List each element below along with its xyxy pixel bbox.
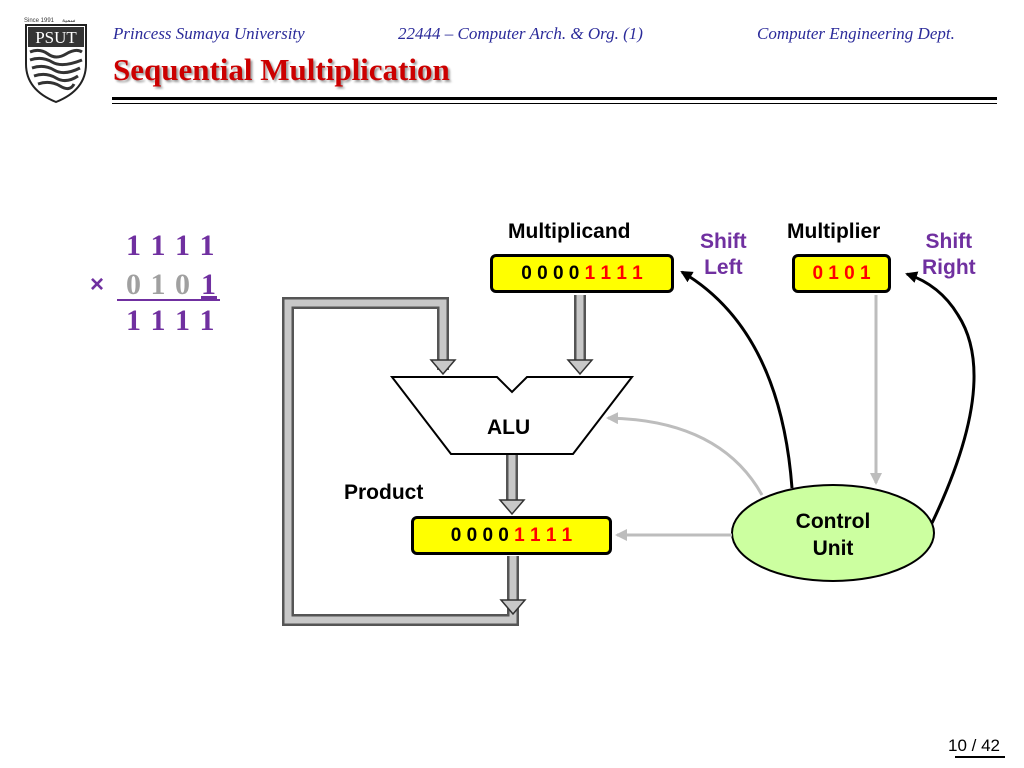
- logo-arabic-text: سمية: [62, 17, 76, 24]
- shift-right-arrow: [905, 271, 976, 524]
- product-register: 0 0 0 0 1 1 1 1: [411, 516, 612, 555]
- product-feedback-bus: [282, 297, 527, 626]
- product-low-bits: 1 1 1 1: [514, 525, 573, 546]
- university-name: Princess Sumaya University: [113, 24, 305, 43]
- calc-multiplicand: 1 1 1 1: [126, 229, 216, 262]
- header-rule: [112, 97, 997, 100]
- calc-operator: ×: [90, 271, 106, 298]
- calc-result: 1 1 1 1: [126, 304, 216, 337]
- calc-rule: [117, 299, 220, 301]
- multiplicand-to-alu-bus: [566, 295, 594, 376]
- alu-shape: [389, 376, 635, 455]
- psut-logo: Since 1991 سمية PSUT: [24, 17, 87, 104]
- logo-since-text: Since 1991: [24, 18, 55, 24]
- shift-right-label: Shift Right: [922, 230, 976, 279]
- multiplicand-register: 0 0 0 0 1 1 1 1: [490, 254, 674, 293]
- control-unit-ellipse: [731, 484, 935, 582]
- shift-left-arrow: [680, 270, 794, 489]
- multiplier-label: Multiplier: [787, 220, 881, 243]
- header-rule-thin: [112, 103, 997, 104]
- alu-label: ALU: [487, 416, 531, 439]
- calc-multiplier-current: 1: [201, 268, 217, 301]
- department-name: Computer Engineering Dept.: [757, 24, 955, 43]
- multiplier-register: 0 1 0 1: [792, 254, 891, 293]
- control-unit-label: Control Unit: [795, 510, 871, 560]
- control-to-alu-arrow: [606, 412, 764, 496]
- multiplier-bits: 0 1 0 1: [812, 263, 871, 284]
- logo-abbr: PSUT: [35, 28, 77, 47]
- multiplicand-label: Multiplicand: [508, 220, 631, 243]
- course-name: 22444 – Computer Arch. & Org. (1): [398, 24, 643, 43]
- product-label: Product: [344, 481, 424, 504]
- calc-multiplier-done: 0 1 0: [126, 268, 191, 301]
- page-number-rule: [955, 756, 1005, 758]
- product-high-bits: 0 0 0 0: [450, 525, 509, 546]
- page-number: 10 / 42: [948, 736, 1000, 755]
- multiplicand-high-bits: 0 0 0 0: [521, 263, 580, 284]
- shift-left-label: Shift Left: [700, 230, 747, 279]
- multiplicand-low-bits: 1 1 1 1: [584, 263, 643, 284]
- slide-title: Sequential Multiplication: [113, 52, 450, 87]
- alu-to-product-bus: [498, 455, 526, 516]
